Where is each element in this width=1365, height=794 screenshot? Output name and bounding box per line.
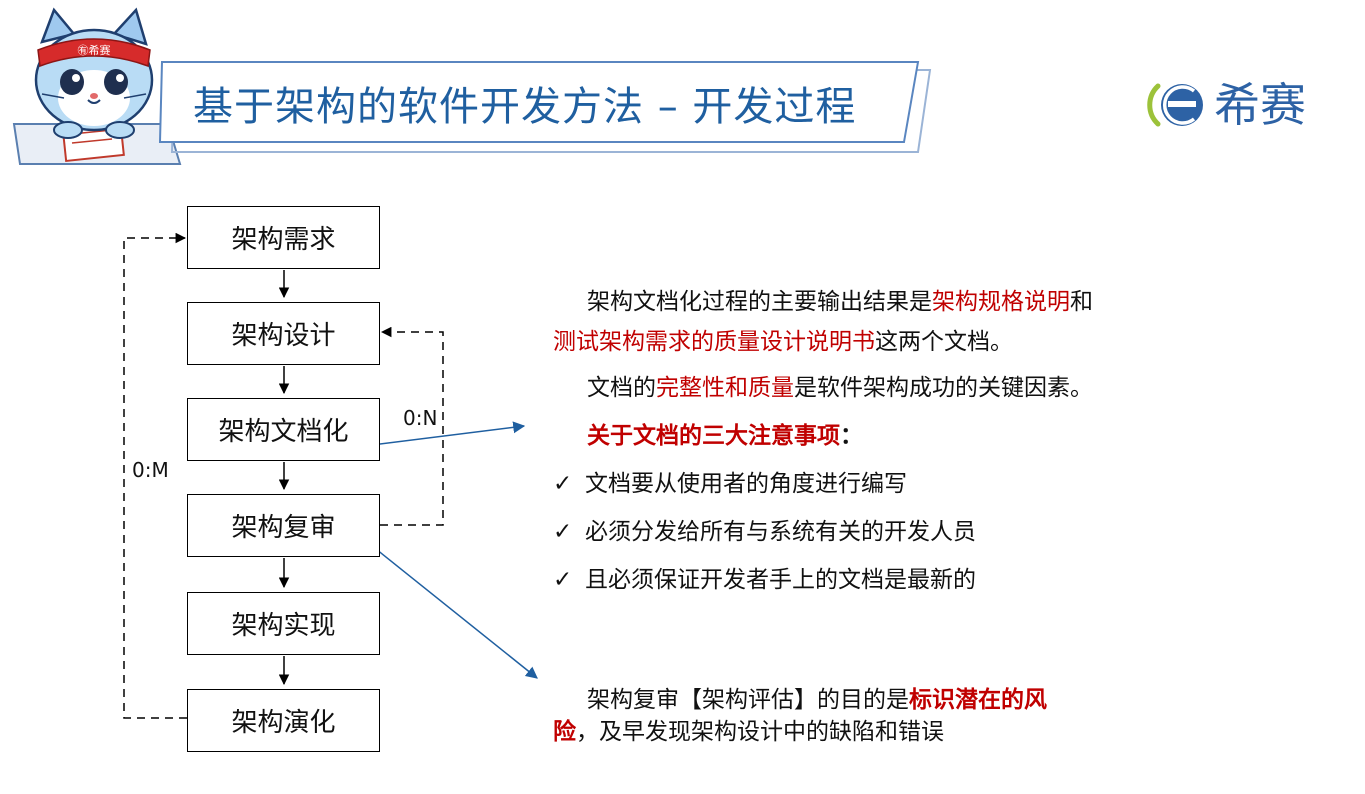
loop-n-line	[380, 326, 444, 526]
pointer-arrow-docs	[355, 421, 526, 448]
note-output-line2: 测试架构需求的质量设计说明书这两个文档。	[553, 327, 1013, 357]
note-output-text-a: 架构文档化过程的主要输出结果是	[587, 289, 932, 315]
note-review-text-a: 架构复审【架构评估】的目的是	[587, 687, 909, 713]
e-logo-icon	[1147, 83, 1203, 127]
note-review-highlight: 标识潜在的风	[909, 687, 1047, 713]
loop-m-label: 0:M	[132, 458, 169, 482]
note-review-line2: 险，及早发现架构设计中的缺陷和错误	[553, 717, 944, 747]
check-item-text: 文档要从使用者的角度进行编写	[585, 471, 907, 497]
note-quality-text-a: 文档的	[587, 375, 656, 401]
logo-text: 希赛	[1214, 78, 1306, 132]
mascot-band-text: ㊒希赛	[78, 43, 111, 57]
check-icon: ✓	[553, 471, 573, 497]
check-item-2: ✓ 必须分发给所有与系统有关的开发人员	[553, 517, 976, 547]
pointer-arrow-review	[355, 532, 538, 679]
note-quality-highlight: 完整性和质量	[656, 375, 794, 401]
note-quality-text-c: 是软件架构成功的关键因素。	[794, 375, 1093, 401]
step-design: 架构设计	[187, 302, 380, 365]
check-item-text: 且必须保证开发者手上的文档是最新的	[585, 567, 976, 593]
note-review-text-d: ，及早发现架构设计中的缺陷和错误	[576, 719, 944, 745]
step-implementation: 架构实现	[187, 592, 380, 655]
step-evolution: 架构演化	[187, 689, 380, 752]
check-icon: ✓	[553, 519, 573, 545]
page-title: 基于架构的软件开发方法 – 开发过程	[193, 84, 857, 130]
note-attention-colon: ：	[840, 423, 863, 449]
note-output-highlight-spec: 架构规格说明	[932, 289, 1070, 315]
loop-n-label: 0:N	[403, 406, 438, 430]
note-quality: 文档的完整性和质量是软件架构成功的关键因素。	[587, 373, 1093, 403]
step-review: 架构复审	[187, 494, 380, 557]
brand-logo: 希赛	[1146, 76, 1306, 134]
note-output-text-c: 和	[1070, 289, 1093, 315]
check-item-3: ✓ 且必须保证开发者手上的文档是最新的	[553, 565, 976, 595]
step-documentation: 架构文档化	[187, 398, 380, 461]
check-item-1: ✓ 文档要从使用者的角度进行编写	[553, 469, 907, 499]
note-attention-heading: 关于文档的三大注意事项：	[587, 421, 863, 451]
note-output-highlight-test: 测试架构需求的质量设计说明书	[553, 329, 875, 355]
note-review-line1: 架构复审【架构评估】的目的是标识潜在的风	[587, 685, 1047, 715]
step-requirements: 架构需求	[187, 206, 380, 269]
title-banner	[158, 61, 932, 153]
cat-mascot-icon: ㊒希赛	[12, 7, 182, 165]
loop-m-line	[123, 232, 187, 719]
note-output-line1: 架构文档化过程的主要输出结果是架构规格说明和	[587, 287, 1093, 317]
note-attention-heading-text: 关于文档的三大注意事项	[587, 423, 840, 449]
note-review-highlight-end: 险	[553, 719, 576, 745]
check-item-text: 必须分发给所有与系统有关的开发人员	[585, 519, 976, 545]
check-icon: ✓	[553, 567, 573, 593]
note-output-text-e: 这两个文档。	[875, 329, 1013, 355]
